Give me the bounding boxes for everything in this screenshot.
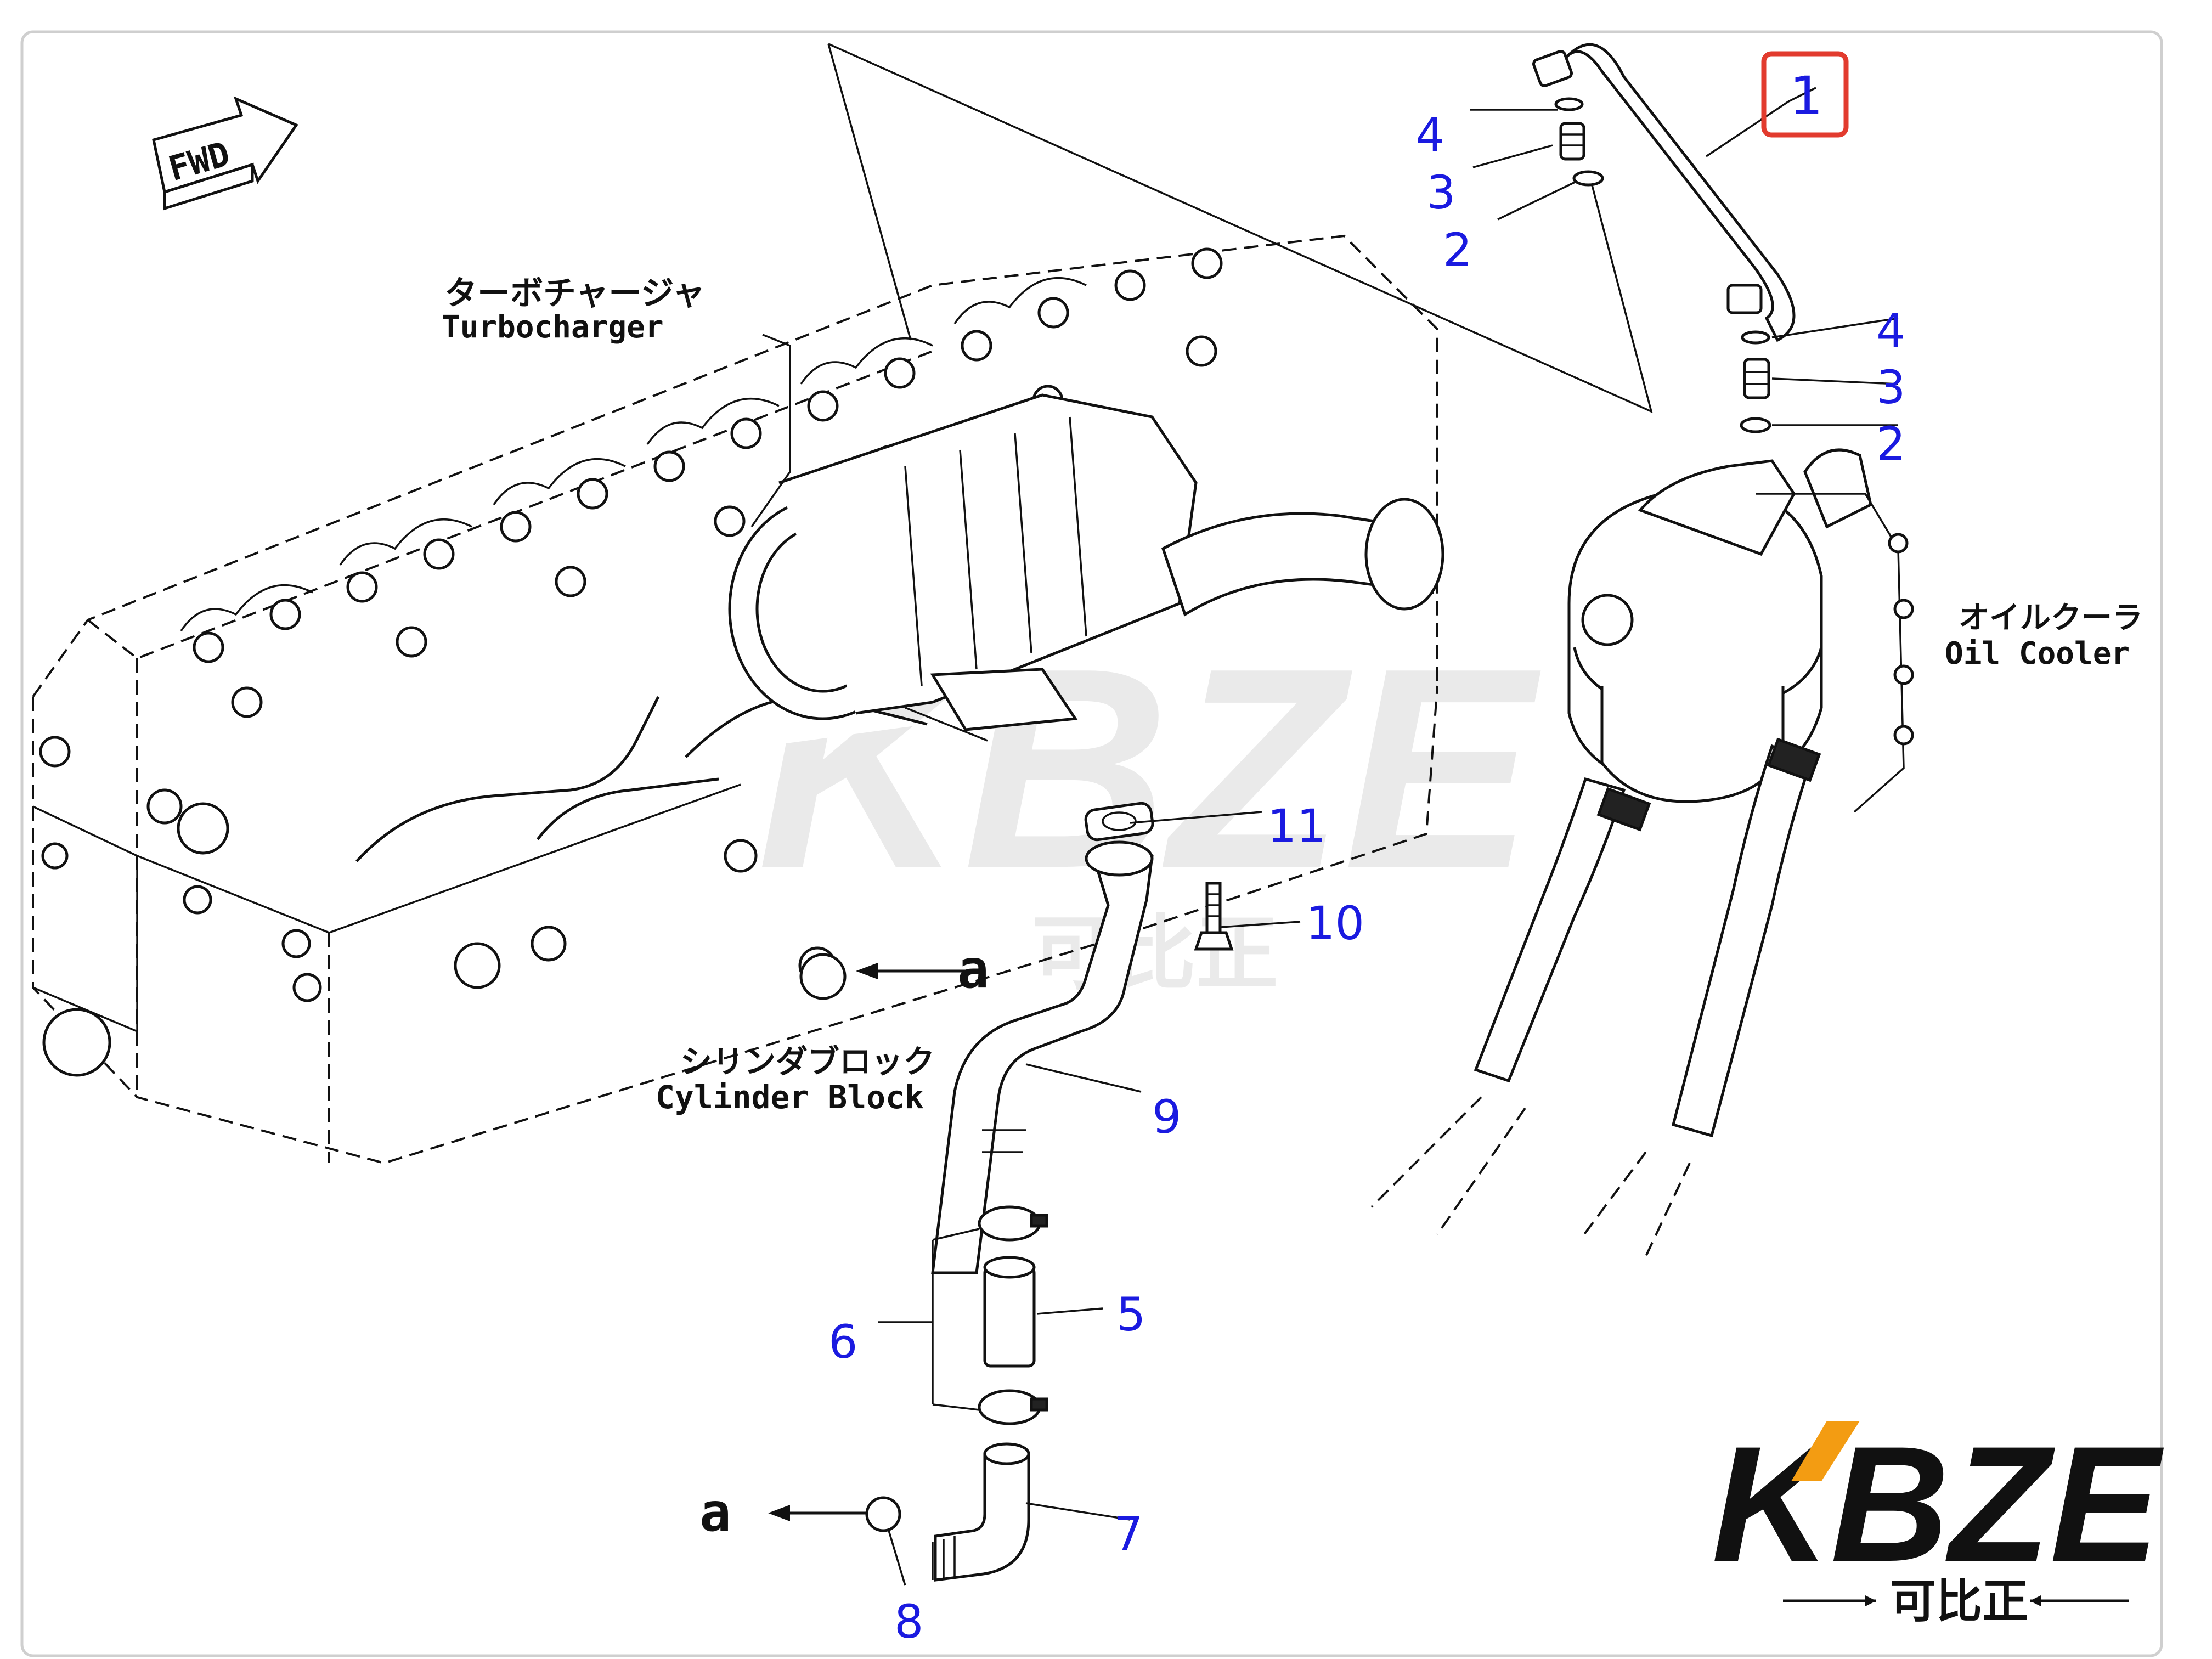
- part-4b-o-ring: [1741, 330, 1770, 345]
- fwd-arrow: FWD: [152, 96, 298, 211]
- part-11-gasket: [1084, 802, 1154, 842]
- svg-text:Turbocharger: Turbocharger: [442, 309, 664, 345]
- oil-cooler-assembly: [1370, 448, 1914, 1257]
- svg-text:シリンダブロック: シリンダブロック: [680, 1043, 935, 1080]
- callout-11: 11: [1267, 799, 1326, 853]
- kbze-logo: KBZE 可比正: [1712, 1412, 2165, 1628]
- ref-a-lower-label: a: [699, 1482, 731, 1543]
- callout-8: 8: [894, 1595, 923, 1649]
- part-3b-connector: [1743, 358, 1770, 399]
- logo-chinese: 可比正: [1890, 1575, 2028, 1628]
- callout-5: 5: [1116, 1288, 1146, 1341]
- svg-text:Oil Cooler: Oil Cooler: [1945, 636, 2130, 672]
- frame: [20, 30, 2163, 1657]
- logo-accent: [1791, 1421, 1860, 1481]
- svg-text:オイルクーラ: オイルクーラ: [1959, 600, 2143, 636]
- cylinder-block-label: シリンダブロック Cylinder Block: [656, 1043, 935, 1116]
- ref-a-upper-label: a: [957, 939, 989, 1000]
- callout-4a: 4: [1415, 108, 1444, 162]
- callout-2b: 2: [1876, 417, 1905, 471]
- part-5-hose: [983, 1256, 1036, 1368]
- part-6-clamp-bottom: [978, 1389, 1048, 1425]
- part-7-elbow: [932, 1442, 1030, 1582]
- leader-lines: [751, 87, 1899, 1586]
- svg-text:ターボチャージャ: ターボチャージャ: [444, 274, 705, 313]
- ref-a-lower: [768, 1505, 867, 1521]
- projection-lines: [827, 43, 1653, 414]
- callout-3b: 3: [1876, 360, 1905, 414]
- callout-6: 6: [828, 1315, 857, 1369]
- callout-2a: 2: [1443, 223, 1472, 277]
- callout-9: 9: [1152, 1090, 1181, 1144]
- part-3a-connector: [1559, 122, 1585, 161]
- part-6-clamp-top: [978, 1205, 1048, 1242]
- part-2a-o-ring: [1572, 170, 1604, 187]
- oil-cooler-label: オイルクーラ Oil Cooler: [1945, 600, 2143, 672]
- turbocharger-assembly: [728, 393, 1444, 731]
- part-9-drain-tube: [931, 840, 1154, 1274]
- callout-7: 7: [1114, 1507, 1143, 1561]
- callout-1: 1: [1790, 65, 1823, 127]
- callout-4b: 4: [1876, 304, 1905, 358]
- part-10-bolt: [1194, 882, 1234, 951]
- svg-text:Cylinder Block: Cylinder Block: [656, 1079, 924, 1116]
- callout-10: 10: [1306, 896, 1364, 950]
- svg-text:可比正: 可比正: [1031, 906, 1278, 1002]
- callout-1-highlight-box: [1761, 51, 1849, 138]
- logo-brand: KBZE: [1712, 1412, 2165, 1596]
- ref-a-upper: [799, 953, 982, 1000]
- part-2b-o-ring: [1740, 417, 1771, 433]
- callout-3a: 3: [1426, 166, 1455, 219]
- part-8-o-ring: [865, 1496, 901, 1532]
- turbocharger-label: ターボチャージャ Turbocharger: [442, 274, 705, 345]
- part-1-oil-pipe: [1532, 43, 1796, 342]
- part-4a-o-ring: [1554, 97, 1584, 111]
